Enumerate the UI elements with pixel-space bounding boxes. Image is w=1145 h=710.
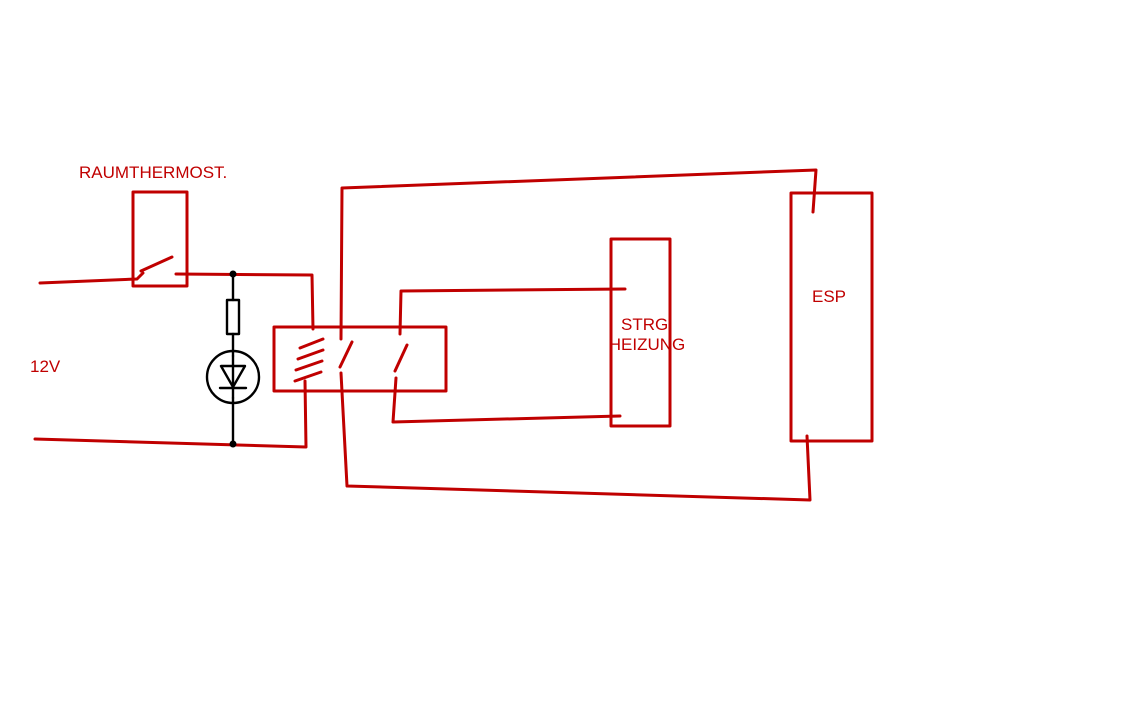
relay-unit [272, 325, 448, 393]
thermostat-to-relay-wire [174, 272, 315, 331]
relay-to-esp-wire-bottom [339, 371, 812, 502]
relay-box [272, 325, 448, 393]
relay-coil-line-3 [294, 359, 324, 372]
relay-coil-line-2 [296, 348, 325, 361]
esp-box [789, 191, 874, 443]
thermostat-unit [131, 190, 189, 288]
resistor [225, 298, 241, 336]
thermostat-switch-contact [139, 255, 174, 273]
relay-coil-line-4 [293, 370, 323, 383]
supply-voltage-label: 12V [30, 357, 61, 376]
relay-contact-1 [338, 340, 354, 369]
relay-coil-line-1 [298, 337, 325, 350]
thermostat-label: RAUMTHERMOST. [79, 163, 228, 182]
junction-dot-bottom [229, 440, 237, 448]
junction-dot-top [229, 270, 237, 278]
thermostat-box [131, 190, 189, 288]
relay-contact-2 [393, 343, 409, 373]
relay-to-esp-wire-top [339, 168, 818, 341]
relay-to-heating-wire-top [398, 287, 627, 336]
indicator-branch [205, 270, 261, 448]
heating-control-label: STRG. HEIZUNG [608, 315, 686, 354]
relay-to-heating-wire-bottom [391, 376, 622, 424]
supply-wire-bottom [33, 379, 308, 449]
heating-control-box [609, 237, 672, 428]
esp-label: ESP [812, 287, 847, 306]
supply-wire-top [38, 271, 145, 285]
